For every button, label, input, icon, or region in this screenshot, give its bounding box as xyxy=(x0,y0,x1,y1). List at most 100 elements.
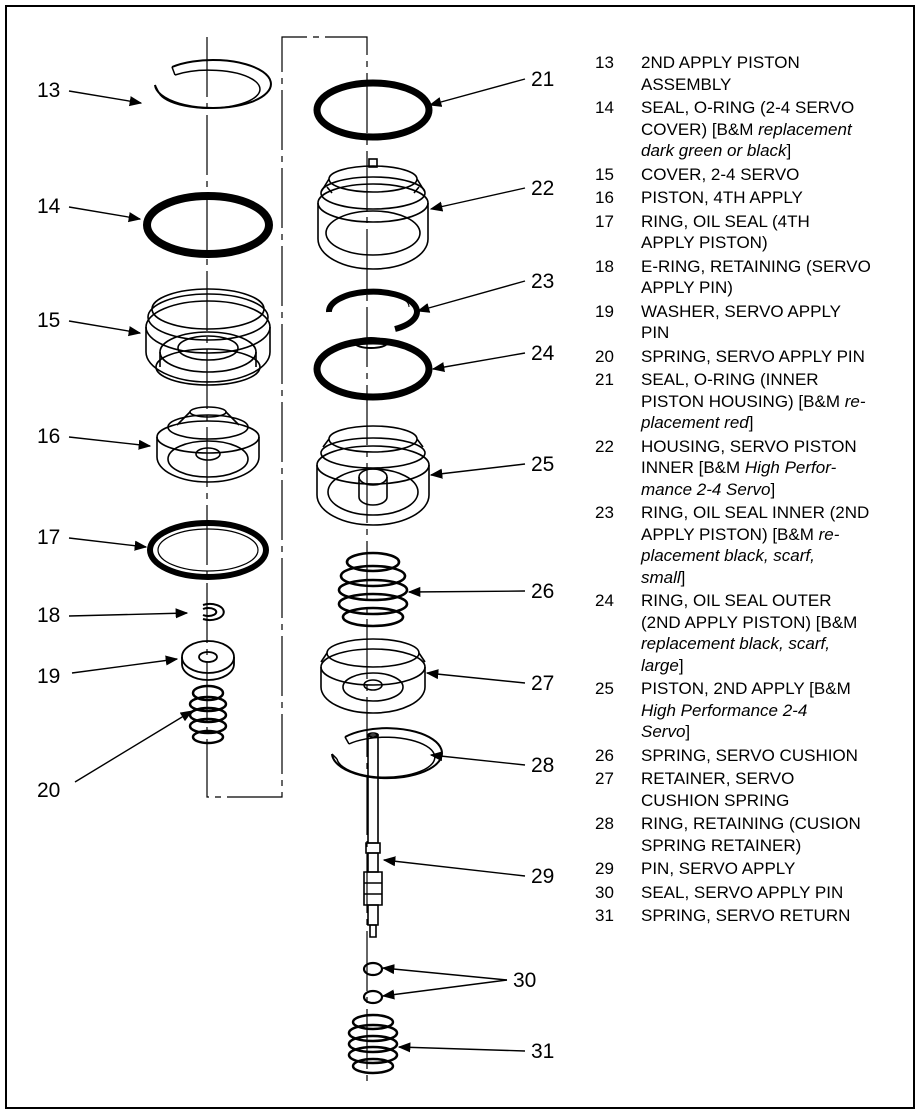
legend-line: placement red] xyxy=(641,412,920,434)
legend-item-25: 25 PISTON, 2ND APPLY [B&M High Performance… xyxy=(595,678,920,743)
legend-number: 24 xyxy=(595,591,614,610)
legend-text: COVER, 2-4 SERVO xyxy=(641,164,800,184)
legend-text: ASSEMBLY xyxy=(641,74,732,94)
legend-number: 23 xyxy=(595,503,614,522)
part-14-o-ring-seal xyxy=(143,192,273,258)
callout-22: 22 xyxy=(531,177,554,200)
legend-number: 13 xyxy=(595,53,614,72)
legend-number: 17 xyxy=(595,211,614,231)
part-28-retaining-ring xyxy=(331,727,443,780)
part-29-servo-apply-pin xyxy=(363,732,383,938)
figure-frame: 13 14 15 16 17 18 19 20 21 22 23 24 25 2… xyxy=(5,5,915,1109)
part-19-washer xyxy=(181,640,235,681)
legend-line: Servo] xyxy=(641,721,920,743)
callout-numbers: 13 14 15 16 17 18 19 20 21 22 23 24 25 2… xyxy=(37,68,555,1063)
callout-26: 26 xyxy=(531,580,554,603)
legend-text: PIN xyxy=(641,323,670,342)
legend-description: SPRING, SERVO RETURN xyxy=(641,905,920,927)
legend-line: placement black, scarf, xyxy=(641,545,920,567)
legend-number: 22 xyxy=(595,436,614,456)
legend-text: (2ND APPLY PISTON) [B&M xyxy=(641,612,858,632)
legend-text: ] xyxy=(770,479,776,499)
legend-note-text: placement red xyxy=(641,413,749,432)
legend-text: ] xyxy=(680,567,686,587)
legend-text: SEAL, O-RING (INNER xyxy=(641,370,819,389)
part-16-4th-apply-piston xyxy=(156,406,260,483)
legend-number: 19 xyxy=(595,301,614,321)
legend-text: ] xyxy=(786,141,792,160)
legend-number: 30 xyxy=(595,882,614,902)
callout-21: 21 xyxy=(531,68,554,91)
legend-description: PISTON, 2ND APPLY [B&M High Performance 2… xyxy=(641,678,920,743)
legend-line: small] xyxy=(641,567,920,589)
legend-item-24: 24 RING, OIL SEAL OUTER (2ND APPLY PISTON)… xyxy=(595,590,920,676)
part-26-servo-cushion-spring xyxy=(337,551,409,628)
callout-30: 30 xyxy=(513,969,536,992)
legend-line: RETAINER, SERVO xyxy=(641,768,920,790)
callout-17: 17 xyxy=(37,526,60,549)
legend-line: E-RING, RETAINING (SERVO xyxy=(641,256,920,278)
legend-number: 29 xyxy=(595,859,614,878)
legend-text: RING, OIL SEAL INNER (2ND xyxy=(641,503,870,522)
legend-note-text: mance 2-4 Servo xyxy=(641,479,771,499)
callout-16: 16 xyxy=(37,425,60,448)
part-20-apply-pin-spring xyxy=(188,684,228,745)
legend-note-text: re- xyxy=(844,391,866,411)
part-18-e-ring xyxy=(202,603,225,621)
legend-line: RING, OIL SEAL OUTER xyxy=(641,590,920,612)
legend-number: 25 xyxy=(595,679,614,698)
callout-27: 27 xyxy=(531,672,554,695)
legend-line: PIN, SERVO APPLY xyxy=(641,858,920,880)
callout-19: 19 xyxy=(37,665,60,688)
legend-text: APPLY PISTON) xyxy=(641,233,768,252)
legend-number: 26 xyxy=(595,745,614,765)
legend-text: PISTON, 4TH APPLY xyxy=(641,188,803,207)
legend-text: RETAINER, SERVO xyxy=(641,769,795,788)
legend-line: dark green or black] xyxy=(641,140,920,162)
legend-description: SEAL, SERVO APPLY PIN xyxy=(641,882,920,904)
part-27-servo-cushion-spring-retainer xyxy=(320,638,426,714)
centerline-left xyxy=(206,36,368,1087)
legend-line: APPLY PISTON) xyxy=(641,232,920,254)
legend-note-text: small xyxy=(641,567,681,587)
legend-item-29: 29 PIN, SERVO APPLY xyxy=(595,858,920,880)
legend-line: SEAL, SERVO APPLY PIN xyxy=(641,882,920,904)
legend-note-text: re- xyxy=(818,524,840,544)
part-21-o-ring-seal xyxy=(313,79,433,141)
legend-text: SEAL, SERVO APPLY PIN xyxy=(641,882,844,902)
legend-line: High Performance 2-4 xyxy=(641,700,920,722)
legend-note-text: replacement black, scarf, xyxy=(641,634,830,653)
legend-text: RING, OIL SEAL OUTER xyxy=(641,591,832,610)
part-25-2nd-apply-piston xyxy=(316,425,430,526)
legend-note-text: Servo xyxy=(641,722,686,741)
legend-note-text: placement black, scarf, xyxy=(641,546,815,565)
leader-lines xyxy=(68,78,526,1053)
legend-line: mance 2-4 Servo] xyxy=(641,479,920,501)
legend-number: 27 xyxy=(595,769,614,788)
legend-number: 14 xyxy=(595,98,614,117)
legend-line: SPRING, SERVO RETURN xyxy=(641,905,920,927)
callout-23: 23 xyxy=(531,270,554,293)
legend-text: PISTON, 2ND APPLY [B&M xyxy=(641,679,851,698)
legend-line: SPRING, SERVO CUSHION xyxy=(641,745,920,767)
legend-line: CUSHION SPRING xyxy=(641,790,920,812)
legend-line: replacement black, scarf, xyxy=(641,633,920,655)
legend-item-26: 26 SPRING, SERVO CUSHION xyxy=(595,745,920,767)
